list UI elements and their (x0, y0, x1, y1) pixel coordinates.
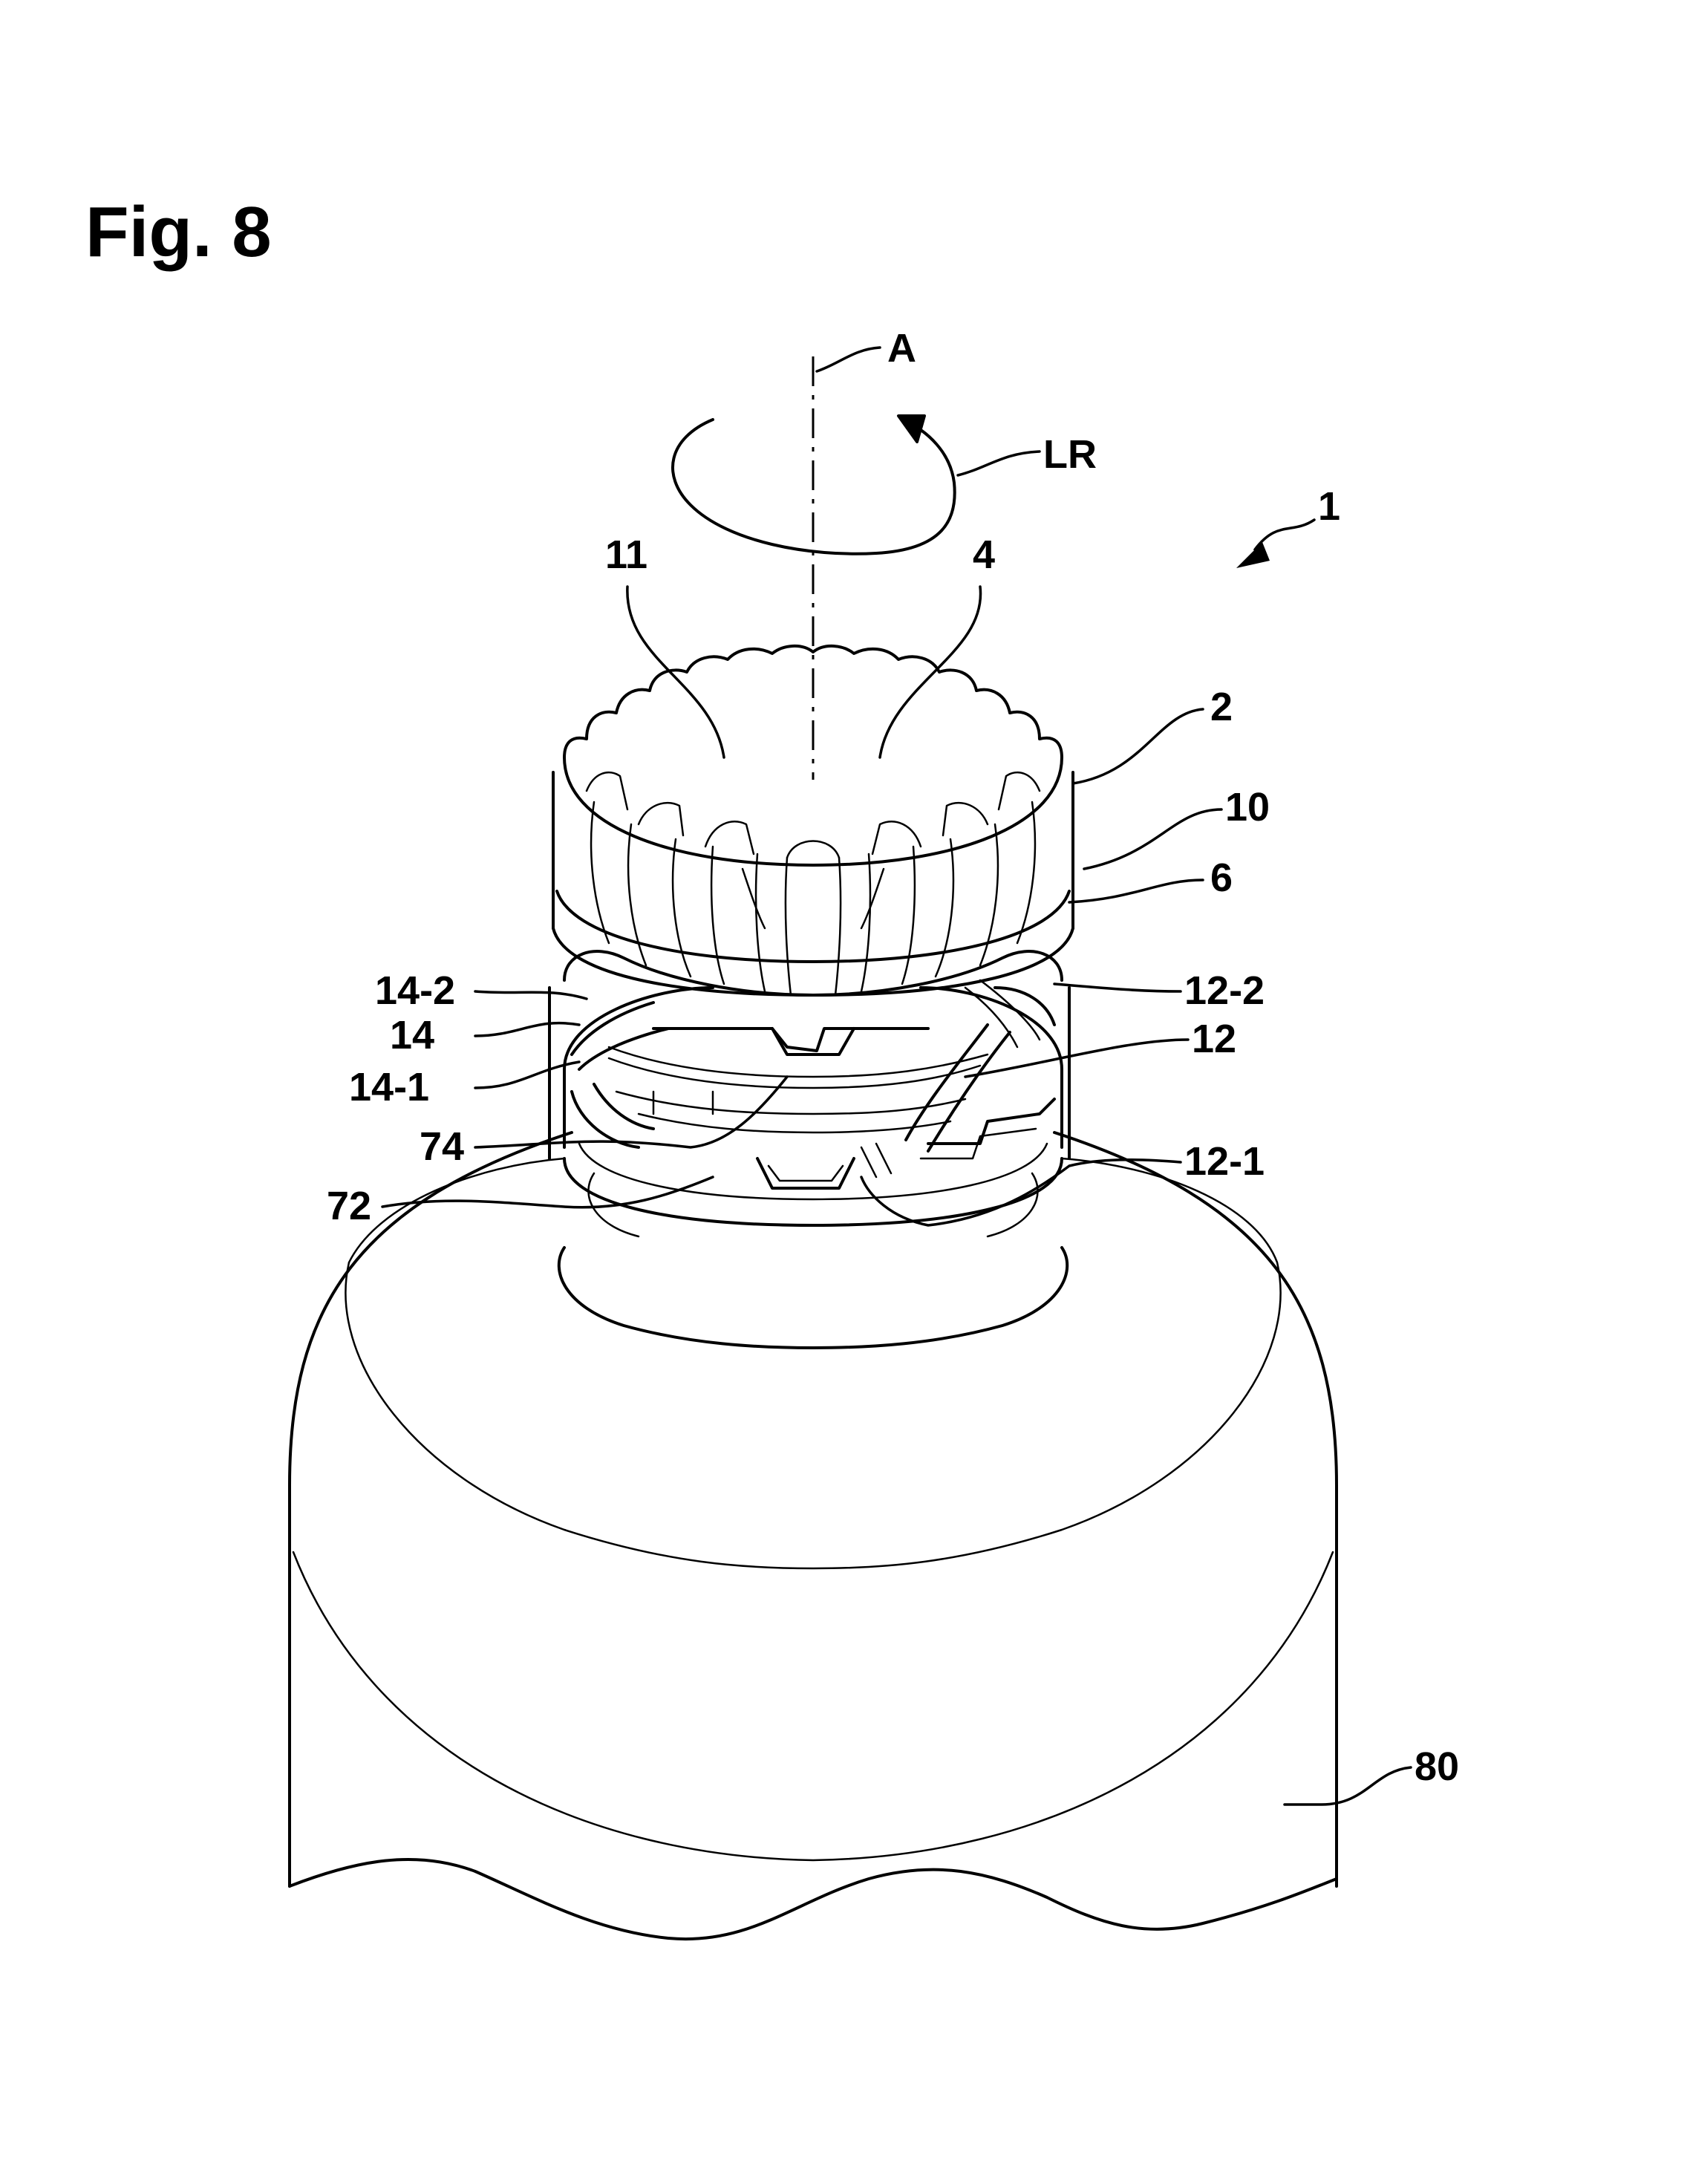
label-axis-a: A (887, 326, 916, 371)
label-2: 2 (1210, 685, 1233, 729)
tamper-band (563, 986, 1063, 1227)
label-11: 11 (605, 532, 647, 577)
rotation-arrow (671, 414, 1041, 555)
label-74: 74 (420, 1124, 464, 1169)
label-14: 14 (390, 1013, 434, 1057)
leader-lines (381, 518, 1412, 1806)
label-72: 72 (327, 1184, 371, 1228)
coupling-ring (548, 950, 1071, 1179)
label-4: 4 (973, 532, 995, 577)
reference-labels: A LR 1 11 4 2 10 6 14-2 14 14-1 74 72 12… (327, 326, 1459, 1789)
label-80: 80 (1415, 1744, 1459, 1789)
rotation-axis (812, 346, 881, 780)
label-12: 12 (1192, 1017, 1236, 1061)
label-6: 6 (1210, 855, 1233, 900)
figure-title: Fig. 8 (85, 192, 272, 272)
knurled-cap (552, 645, 1074, 997)
label-1: 1 (1318, 484, 1340, 529)
label-12-2: 12-2 (1184, 968, 1265, 1013)
label-14-1: 14-1 (349, 1065, 429, 1109)
label-12-1: 12-1 (1184, 1139, 1265, 1184)
label-14-2: 14-2 (375, 968, 455, 1013)
bottle-body (288, 1131, 1338, 1941)
label-10: 10 (1225, 785, 1270, 829)
label-lr: LR (1043, 432, 1097, 477)
